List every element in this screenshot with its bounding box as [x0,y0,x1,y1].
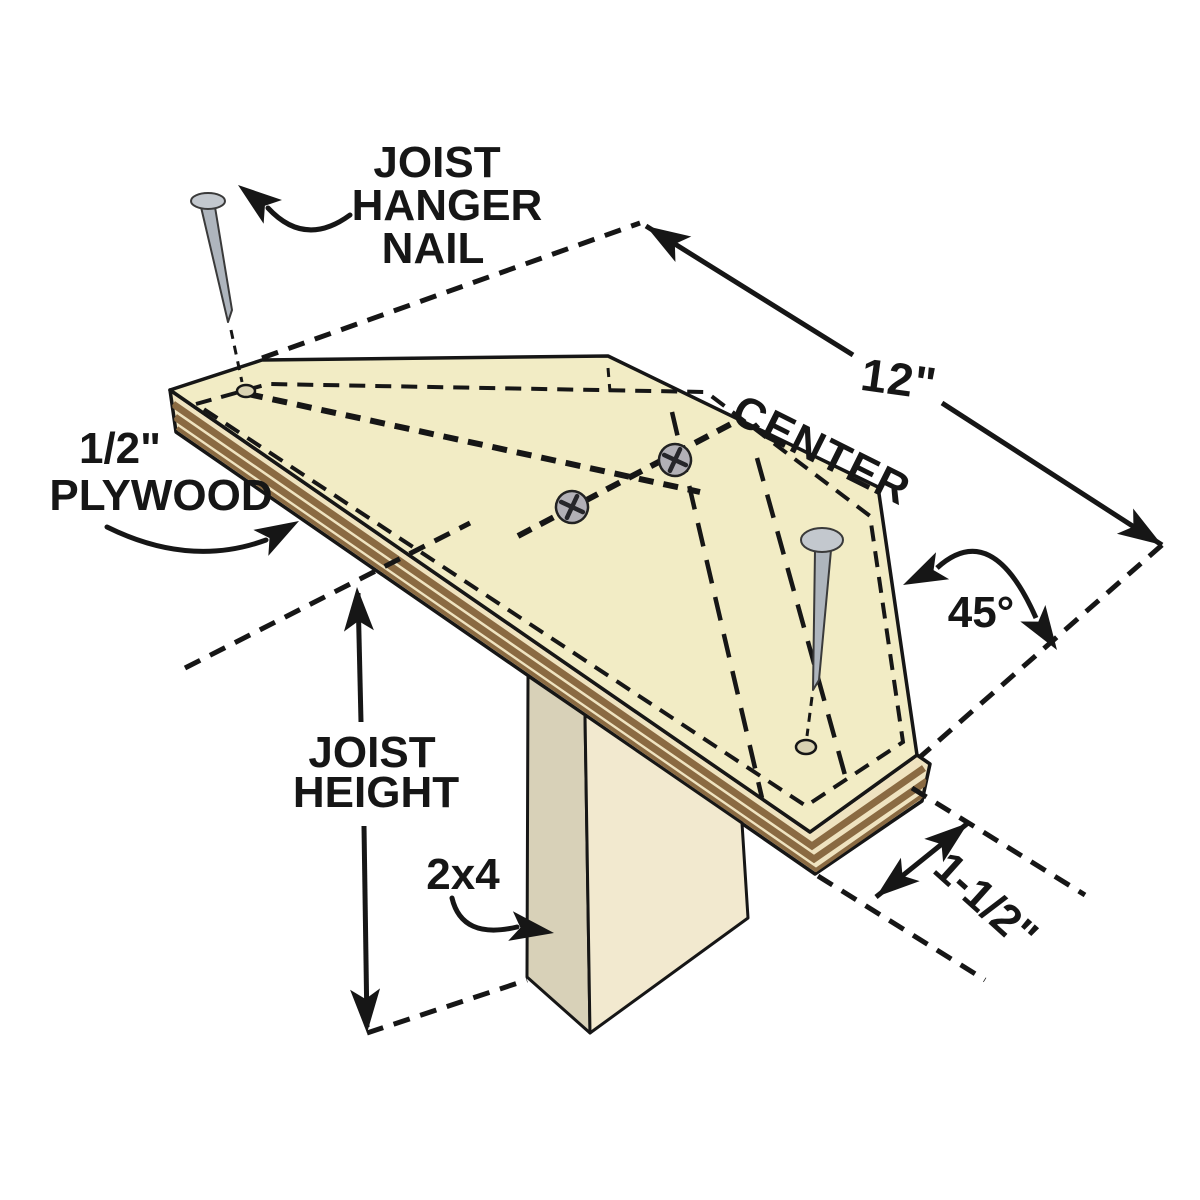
nail-projection-dashed [805,696,814,737]
joist-height-label-line1: JOIST [308,728,435,777]
joist-hanger-nail-right [800,527,844,737]
jhn-label-line2: HANGER [352,181,543,230]
arrowhead [508,911,554,941]
arrowhead [903,552,950,585]
extension-line-45 [918,543,1164,759]
arrowhead [876,857,920,897]
joist-hanger-nail-left [190,192,244,383]
plywood-label-line2: PLYWOOD [49,471,272,520]
extension-line-post-base [366,977,528,1036]
joist-slot-right-dashed [754,457,851,787]
dim-12in: 12" [644,223,1164,548]
arrowhead [350,988,381,1033]
screw-left [554,489,590,525]
nail-projection-dashed [229,329,244,383]
post-side-face [525,674,592,1035]
post-2x4 [525,674,750,1035]
nail-hole-left [235,383,257,399]
dim-45deg: 45° [903,548,1057,650]
dim-1-1-2in-label: 1-1/2" [924,843,1047,960]
extension-line-plywood-bottom [183,520,472,671]
dim-45deg-label: 45° [948,588,1015,637]
arrowhead [253,521,299,556]
dim-12in-label: 12" [858,348,940,410]
post-front-face [583,713,750,1035]
arrowhead [343,587,374,632]
extension-line-edge-lower [816,873,987,983]
label-joist-hanger-nail: JOIST HANGER NAIL [238,138,543,273]
arrowhead [1020,604,1057,650]
plywood-top [168,354,919,834]
dim-joist-height: JOIST HEIGHT [293,587,459,1033]
label-2x4: 2x4 [426,850,554,941]
nail-head [800,527,844,553]
jhn-label-line1: JOIST [373,138,500,187]
arrowhead [1116,508,1162,545]
plywood-label-line1: 1/2" [79,424,161,473]
ply-stripe [175,426,930,873]
dim-1-1-2in: 1-1/2" [874,821,1047,960]
joist-height-label-line2: HEIGHT [293,768,459,817]
ply-stripe [171,401,927,851]
joist-slot-left-dashed [669,411,765,799]
nail-head [190,192,226,210]
post-label: 2x4 [426,850,500,899]
arrowhead [924,823,968,863]
label-plywood: 1/2" PLYWOOD [49,424,299,556]
corner-tick-dashed [606,367,612,393]
extension-line-top-left [261,220,641,361]
nail-hole-right [794,738,818,756]
nail-shaft [200,206,233,323]
screw-line-dashed [516,421,733,539]
arrowhead [238,185,282,224]
arrowhead [646,226,692,262]
extension-line-edge-upper [910,785,1087,898]
nail-line-dashed [247,391,701,495]
jhn-label-line3: NAIL [382,224,485,273]
screw-right [657,442,693,478]
